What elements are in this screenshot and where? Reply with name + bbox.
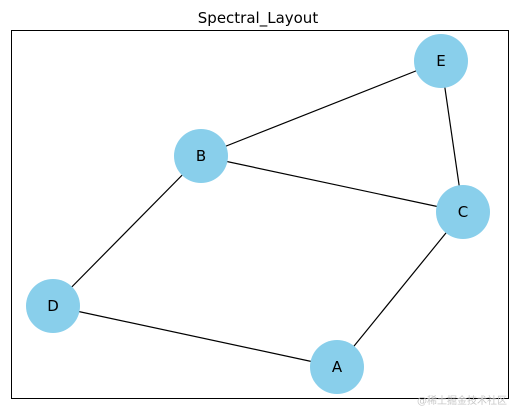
node-b: B bbox=[174, 129, 228, 183]
edge-d-a bbox=[52, 305, 338, 368]
figure-title: Spectral_Layout bbox=[198, 9, 319, 28]
plot-frame bbox=[11, 30, 509, 399]
edge-b-e bbox=[200, 60, 442, 157]
node-d: D bbox=[26, 279, 80, 333]
node-e: E bbox=[414, 34, 468, 88]
node-label-b: B bbox=[196, 147, 206, 165]
node-c: C bbox=[436, 185, 490, 239]
node-circle-c bbox=[436, 185, 490, 239]
node-label-a: A bbox=[332, 358, 343, 376]
edge-d-b bbox=[52, 155, 202, 307]
node-label-e: E bbox=[436, 52, 445, 70]
watermark: @稀土掘金技术社区 bbox=[417, 394, 507, 407]
nodes-layer: A B C D E bbox=[26, 34, 490, 394]
edge-c-a bbox=[336, 211, 464, 368]
node-circle-d bbox=[26, 279, 80, 333]
node-label-c: C bbox=[458, 203, 468, 221]
node-circle-a bbox=[310, 340, 364, 394]
node-circle-b bbox=[174, 129, 228, 183]
node-circle-e bbox=[414, 34, 468, 88]
node-a: A bbox=[310, 340, 364, 394]
edge-b-c bbox=[200, 155, 464, 213]
node-label-d: D bbox=[47, 297, 59, 315]
